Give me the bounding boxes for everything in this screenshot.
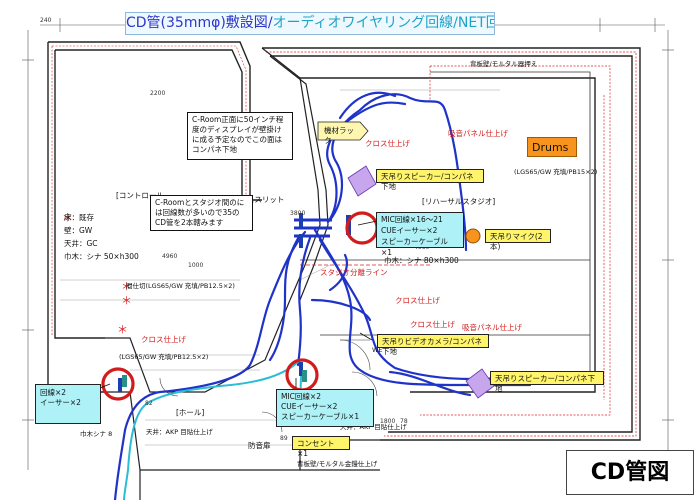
mic-box-2-line-1: MIC回線×2 xyxy=(281,392,321,401)
dimension-4960-bottom: 4960 xyxy=(162,253,178,260)
svg-text:＊: ＊ xyxy=(62,211,73,224)
cross-finish-3: クロス仕上げ xyxy=(410,320,455,329)
wall-text: 壁：GW xyxy=(64,226,93,235)
page-title: CD管(35mmφ)敷設図/オーディオワイヤリング回線/NET回線 xyxy=(125,12,495,35)
right-dimension-line xyxy=(662,30,674,470)
callout-leaders xyxy=(99,220,378,389)
cd-pipe-badge: CD管図 xyxy=(566,450,694,495)
dimension-89: 89 xyxy=(280,435,288,442)
baseboard-text-3: 巾木シナ 8 xyxy=(80,430,113,438)
sound-panel-2: 吸音パネル仕上げ xyxy=(462,323,522,332)
dimension-3800: 3800 xyxy=(290,210,306,217)
dimension-78: 78 xyxy=(400,418,408,425)
wall-label: WE xyxy=(372,346,383,354)
ceiling-video-camera-callout: 天吊りビデオカメラ/コンパネ下地 xyxy=(377,334,489,356)
title-part1: CD管(35mmφ)敷設図 xyxy=(126,15,268,31)
ceiling-text: 天井：GC xyxy=(64,239,98,248)
glass-slit-label: ガラススリット xyxy=(232,195,285,204)
speaker-markers xyxy=(347,165,495,399)
grid-lines xyxy=(60,89,500,446)
dimension-240: 240 xyxy=(40,17,52,24)
left-box-line-2: イーサー×2 xyxy=(40,398,81,407)
svg-text:＊: ＊ xyxy=(117,323,128,336)
lgs-text-bottom: (LGS65/GW 充填/PB12.5×2) xyxy=(119,353,209,361)
cd-pipe-note: C-Roomとスタジオ間のには回線数が多いので35のCD管を2本轄みます xyxy=(150,195,253,231)
dimension-1000: 1000 xyxy=(188,262,204,269)
cross-finish-4: クロス仕上げ xyxy=(141,335,186,344)
lgs-text-right: (LGS65/GW 充填/PB15×2) xyxy=(514,168,598,176)
studio-boundary-label: スタジオ分離ライン xyxy=(320,268,388,277)
room-label-rehearsal: [リハーサルスタジオ] xyxy=(422,197,496,206)
akp-text-2: 天井：AKP 目貼仕上げ xyxy=(340,423,407,431)
cable-routes xyxy=(113,91,532,502)
wall-finish-right: 背板壁/モルタル器押え xyxy=(470,60,538,68)
equipment-rack-pointer xyxy=(317,121,369,141)
lgs-text-left: 間仕切(LGS65/GW 充填/PB12.5×2) xyxy=(126,282,235,290)
title-part2: オーディオワイヤリング回線/NET回線 xyxy=(272,15,495,31)
equipment-rack-label: 機材ラック xyxy=(324,126,354,145)
svg-text:＊: ＊ xyxy=(121,294,132,307)
mic-box-callout-2: MIC回線×2 CUEイーサー×2 スピーカーケーブル×1 xyxy=(276,389,374,427)
mic-box-callout-1: MIC回線×16〜21 CUEイーサー×2 スピーカーケーブル×1 xyxy=(376,212,464,257)
akp-text: 天井：AKP 目貼仕上げ xyxy=(146,428,213,436)
cross-finish-1: クロス仕上げ xyxy=(365,139,410,148)
baseboard-text: 巾木：シナ 50×h300 xyxy=(64,252,139,261)
rehearsal-studio-red-hatch xyxy=(266,51,637,437)
ceiling-mic-marker xyxy=(465,228,481,244)
ceiling-speaker-callout-2: 天吊りスピーカー/コンパネ下地 xyxy=(490,371,604,393)
dimension-1800: 1800 xyxy=(380,418,396,425)
title-separator: / xyxy=(267,15,273,31)
ceiling-mic-callout: 天吊りマイク(2本) xyxy=(485,229,551,251)
mic-box-1-line-3: スピーカーケーブル×1 xyxy=(381,237,449,257)
ceiling-speaker-callout-1: 天吊りスピーカー/コンパネ下地 xyxy=(376,169,484,191)
sound-panel-1: 吸音パネル仕上げ xyxy=(448,129,508,138)
svg-text:＊: ＊ xyxy=(121,280,132,293)
rehearsal-studio-walls xyxy=(262,47,641,441)
mic-box-1-line-2: CUEイーサー×2 xyxy=(381,226,438,235)
mic-box-2-line-2: CUEイーサー×2 xyxy=(281,402,338,411)
mic-box-1-line-1: MIC回線×16〜21 xyxy=(381,215,443,224)
separation-wall xyxy=(261,47,329,301)
baseboard-text-2: 巾木：シナ 80×h300 xyxy=(384,256,459,265)
red-asterisks: ＊ ＊ ＊ ＊ xyxy=(62,211,132,336)
left-box-callout: 回線×2 イーサー×2 xyxy=(35,384,101,424)
cross-finish-2: クロス仕上げ xyxy=(395,296,440,305)
left-dimension-line xyxy=(22,30,34,470)
mic-box-2-line-3: スピーカーケーブル×1 xyxy=(281,412,360,421)
display-wall-note: C-Room正面に50インチ程度のディスプレイが壁掛けに成る予定なのでこの面はコ… xyxy=(187,112,293,160)
left-box-line-1: 回線×2 xyxy=(40,388,67,397)
door-arcs xyxy=(159,339,378,433)
room-label-hall: [ホール] xyxy=(176,408,205,417)
room-label-control: [コントロール xyxy=(116,191,164,200)
exit-label: 防音扉 xyxy=(248,441,271,450)
connector-teal-posts xyxy=(122,370,307,387)
outlet-callout: コンセント×1 xyxy=(292,436,350,458)
dimension-82: 82 xyxy=(145,400,153,407)
dimension-2200: 2200 xyxy=(150,90,166,97)
wall-finish-bottom: 背板壁/モルタル金鏝仕上げ xyxy=(297,460,378,468)
drums-label: Drums xyxy=(527,137,577,157)
floor-text: 床：既存 xyxy=(64,213,94,222)
